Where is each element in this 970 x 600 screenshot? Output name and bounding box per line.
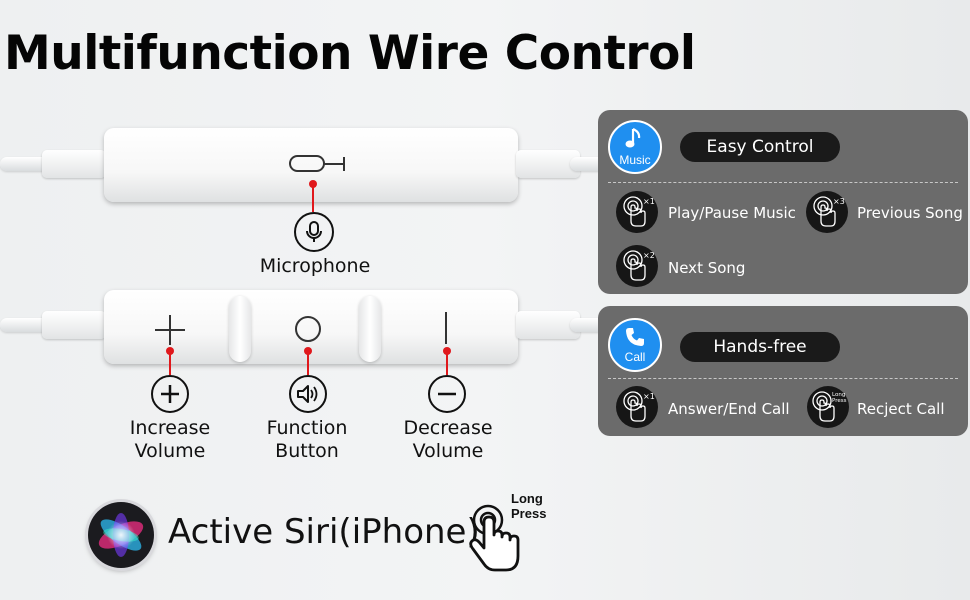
siri-label: Active Siri(iPhone) <box>168 512 480 552</box>
call-control-panel: Call Hands-free ×1 Answer/End Call Long … <box>598 306 968 436</box>
volume-up-button-icon[interactable] <box>153 313 187 347</box>
plus-icon <box>151 375 189 413</box>
call-panel-divider <box>608 378 958 379</box>
music-control-panel: Music Easy Control ×1 Play/Pause Music ×… <box>598 110 968 294</box>
upper-collar-right <box>516 150 580 178</box>
remote-divider-left <box>229 296 251 362</box>
volume-up-lead-line <box>169 351 171 375</box>
remote-divider-right <box>359 296 381 362</box>
page-title: Multifunction Wire Control <box>4 26 696 81</box>
long-press-hand-icon <box>469 504 520 572</box>
phone-icon <box>626 328 644 346</box>
reject-call-label: Recject Call <box>857 400 945 418</box>
svg-text:×2: ×2 <box>643 251 655 260</box>
tap-twice-icon: ×2 <box>616 245 658 287</box>
svg-text:×1: ×1 <box>643 392 655 401</box>
minus-icon <box>428 375 466 413</box>
microphone-label: Microphone <box>259 255 371 277</box>
speaker-icon <box>289 375 327 413</box>
decrease-volume-label: Decrease Volume <box>403 417 493 462</box>
long-press-text: Long Press <box>511 491 547 521</box>
volume-down-button-icon[interactable] <box>440 310 452 346</box>
easy-control-pill: Easy Control <box>680 132 840 162</box>
play-pause-label: Play/Pause Music <box>668 204 796 222</box>
volume-down-lead-line <box>446 351 448 375</box>
call-badge: Call <box>608 318 662 372</box>
music-panel-divider <box>608 182 958 183</box>
function-lead-line <box>307 351 309 375</box>
microphone-icon <box>294 212 334 252</box>
music-badge: Music <box>608 120 662 174</box>
music-note-icon <box>625 127 641 148</box>
lower-collar-right <box>516 311 580 339</box>
tap-once-call-icon: ×1 <box>616 386 658 428</box>
function-button-label: Function Button <box>266 417 348 462</box>
lower-collar-left <box>42 311 106 339</box>
svg-text:×3: ×3 <box>833 197 845 206</box>
increase-volume-label: Increase Volume <box>129 417 211 462</box>
next-song-label: Next Song <box>668 259 746 277</box>
function-button-icon[interactable] <box>294 315 322 343</box>
microphone-remote <box>104 128 518 202</box>
microphone-lead-line <box>312 184 314 212</box>
tap-once-icon: ×1 <box>616 191 658 233</box>
previous-song-label: Previous Song <box>857 204 963 222</box>
tap-three-times-icon: ×3 <box>806 191 848 233</box>
hands-free-pill: Hands-free <box>680 332 840 362</box>
microphone-hole-icon <box>289 155 345 172</box>
svg-text:Press: Press <box>832 398 847 404</box>
svg-text:Long: Long <box>832 392 845 398</box>
siri-icon <box>88 502 154 568</box>
answer-end-call-label: Answer/End Call <box>668 400 790 418</box>
upper-collar-left <box>42 150 106 178</box>
long-press-call-icon: Long Press <box>807 386 849 428</box>
svg-text:×1: ×1 <box>643 197 655 206</box>
